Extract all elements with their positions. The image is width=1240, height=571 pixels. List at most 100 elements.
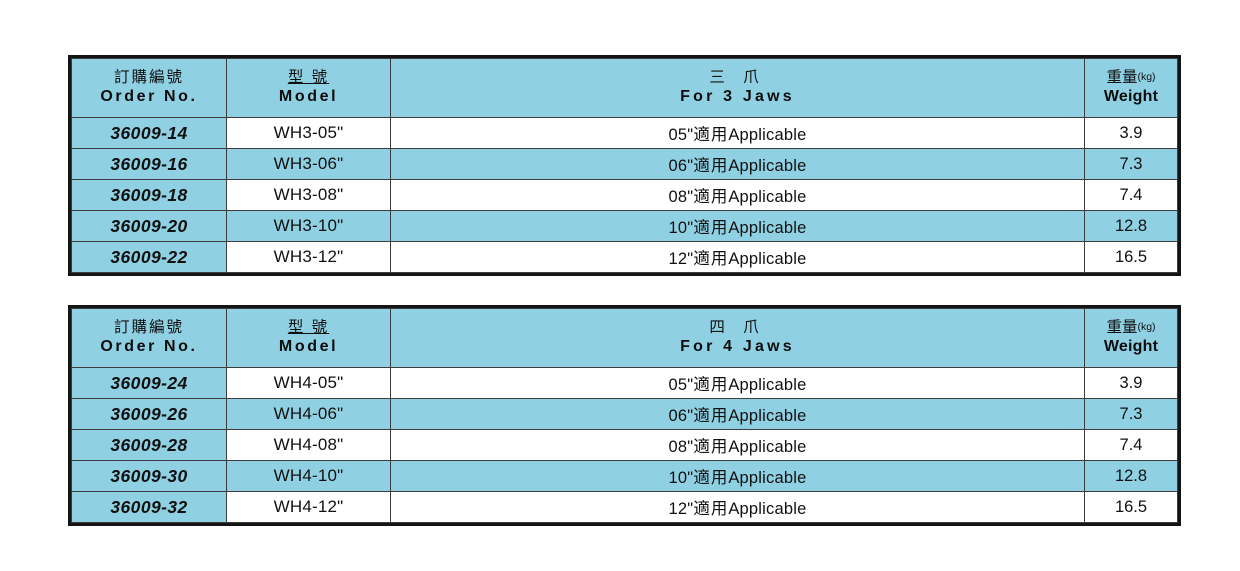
column-header-jaws-en: For 4 Jaws [680, 338, 795, 355]
column-header-weight-zh: 重量 [1106, 69, 1138, 86]
column-header-order-no-zh: 訂購編號 [113, 69, 184, 86]
column-header-weight-zh-line: 重量(kg) [1085, 318, 1177, 337]
table-row: 36009-14 WH3-05" 05"適用Applicable 3.9 [71, 117, 1178, 149]
cell-weight: 3.9 [1084, 367, 1178, 399]
column-header-order-no-zh: 訂購編號 [113, 319, 184, 336]
column-header-jaws-zh: 三 爪 [709, 69, 766, 86]
jaws-zh: 適用 [693, 500, 729, 518]
column-header-weight-en: Weight [1103, 88, 1159, 105]
cell-jaws: 12"適用Applicable [390, 491, 1085, 523]
table-row: 36009-32 WH4-12" 12"適用Applicable 16.5 [71, 491, 1178, 523]
spec-table-3-jaws: 訂購編號 Order No. 型 號 Model 三 爪 For 3 Jaws … [71, 58, 1178, 273]
jaws-en: Applicable [728, 219, 807, 237]
cell-weight: 7.4 [1084, 429, 1178, 461]
column-header-jaws: 三 爪 For 3 Jaws [390, 58, 1085, 118]
cell-order-no: 36009-32 [71, 491, 227, 523]
cell-jaws: 10"適用Applicable [390, 210, 1085, 242]
column-header-weight-zh: 重量 [1106, 319, 1138, 336]
jaws-zh: 適用 [693, 250, 729, 268]
column-header-jaws-en: For 3 Jaws [680, 88, 795, 105]
cell-jaws: 06"適用Applicable [390, 398, 1085, 430]
cell-model: WH4-05" [226, 367, 391, 399]
cell-model: WH4-08" [226, 429, 391, 461]
cell-weight: 12.8 [1084, 460, 1178, 492]
jaws-zh: 適用 [693, 219, 729, 237]
jaws-size: 06" [668, 157, 694, 175]
jaws-zh: 適用 [693, 438, 729, 456]
jaws-en: Applicable [728, 376, 807, 394]
jaws-en: Applicable [728, 438, 807, 456]
table-row: 36009-26 WH4-06" 06"適用Applicable 7.3 [71, 398, 1178, 430]
cell-order-no: 36009-30 [71, 460, 227, 492]
cell-weight: 12.8 [1084, 210, 1178, 242]
jaws-en: Applicable [728, 157, 807, 175]
cell-order-no: 36009-28 [71, 429, 227, 461]
jaws-en: Applicable [728, 250, 807, 268]
table-row: 36009-18 WH3-08" 08"適用Applicable 7.4 [71, 179, 1178, 211]
jaws-zh: 適用 [693, 157, 729, 175]
cell-order-no: 36009-22 [71, 241, 227, 273]
cell-model: WH3-10" [226, 210, 391, 242]
column-header-model-en: Model [278, 338, 339, 355]
column-header-model: 型 號 Model [226, 58, 391, 118]
table-row: 36009-30 WH4-10" 10"適用Applicable 12.8 [71, 460, 1178, 492]
jaws-size: 10" [668, 469, 694, 487]
column-header-model: 型 號 Model [226, 308, 391, 368]
jaws-zh: 適用 [693, 126, 729, 144]
cell-weight: 3.9 [1084, 117, 1178, 149]
cell-order-no: 36009-20 [71, 210, 227, 242]
cell-weight: 7.3 [1084, 148, 1178, 180]
jaws-en: Applicable [728, 188, 807, 206]
cell-jaws: 05"適用Applicable [390, 367, 1085, 399]
jaws-size: 10" [668, 219, 694, 237]
column-header-weight-unit: (kg) [1137, 321, 1156, 333]
cell-order-no: 36009-16 [71, 148, 227, 180]
jaws-zh: 適用 [693, 407, 729, 425]
jaws-size: 08" [668, 188, 694, 206]
column-header-order-no-en: Order No. [100, 338, 198, 355]
column-header-order-no: 訂購編號 Order No. [71, 58, 227, 118]
cell-model: WH4-10" [226, 460, 391, 492]
table-row: 36009-22 WH3-12" 12"適用Applicable 16.5 [71, 241, 1178, 273]
jaws-size: 12" [668, 500, 694, 518]
table-header-row: 訂購編號 Order No. 型 號 Model 三 爪 For 3 Jaws … [71, 58, 1178, 118]
spec-table-4-jaws: 訂購編號 Order No. 型 號 Model 四 爪 For 4 Jaws … [71, 308, 1178, 523]
cell-model: WH3-08" [226, 179, 391, 211]
column-header-weight-unit: (kg) [1137, 71, 1156, 83]
table-row: 36009-24 WH4-05" 05"適用Applicable 3.9 [71, 367, 1178, 399]
column-header-weight-en: Weight [1103, 338, 1159, 355]
jaws-size: 08" [668, 438, 694, 456]
jaws-en: Applicable [728, 407, 807, 425]
column-header-jaws: 四 爪 For 4 Jaws [390, 308, 1085, 368]
column-header-model-zh: 型 號 [287, 319, 330, 336]
table-row: 36009-16 WH3-06" 06"適用Applicable 7.3 [71, 148, 1178, 180]
cell-model: WH4-12" [226, 491, 391, 523]
column-header-weight: 重量(kg) Weight [1084, 58, 1178, 118]
cell-weight: 16.5 [1084, 241, 1178, 273]
cell-jaws: 05"適用Applicable [390, 117, 1085, 149]
cell-jaws: 10"適用Applicable [390, 460, 1085, 492]
cell-order-no: 36009-24 [71, 367, 227, 399]
cell-weight: 7.4 [1084, 179, 1178, 211]
jaws-en: Applicable [728, 126, 807, 144]
cell-weight: 16.5 [1084, 491, 1178, 523]
table-row: 36009-20 WH3-10" 10"適用Applicable 12.8 [71, 210, 1178, 242]
cell-weight: 7.3 [1084, 398, 1178, 430]
cell-order-no: 36009-26 [71, 398, 227, 430]
cell-jaws: 12"適用Applicable [390, 241, 1085, 273]
table-row: 36009-28 WH4-08" 08"適用Applicable 7.4 [71, 429, 1178, 461]
cell-jaws: 06"適用Applicable [390, 148, 1085, 180]
column-header-model-en: Model [278, 88, 339, 105]
column-header-weight: 重量(kg) Weight [1084, 308, 1178, 368]
cell-model: WH3-06" [226, 148, 391, 180]
jaws-size: 06" [668, 407, 694, 425]
jaws-zh: 適用 [693, 188, 729, 206]
jaws-zh: 適用 [693, 469, 729, 487]
cell-jaws: 08"適用Applicable [390, 429, 1085, 461]
table-header-row: 訂購編號 Order No. 型 號 Model 四 爪 For 4 Jaws … [71, 308, 1178, 368]
jaws-size: 05" [668, 126, 694, 144]
jaws-en: Applicable [728, 469, 807, 487]
column-header-order-no-en: Order No. [100, 88, 198, 105]
cell-order-no: 36009-14 [71, 117, 227, 149]
